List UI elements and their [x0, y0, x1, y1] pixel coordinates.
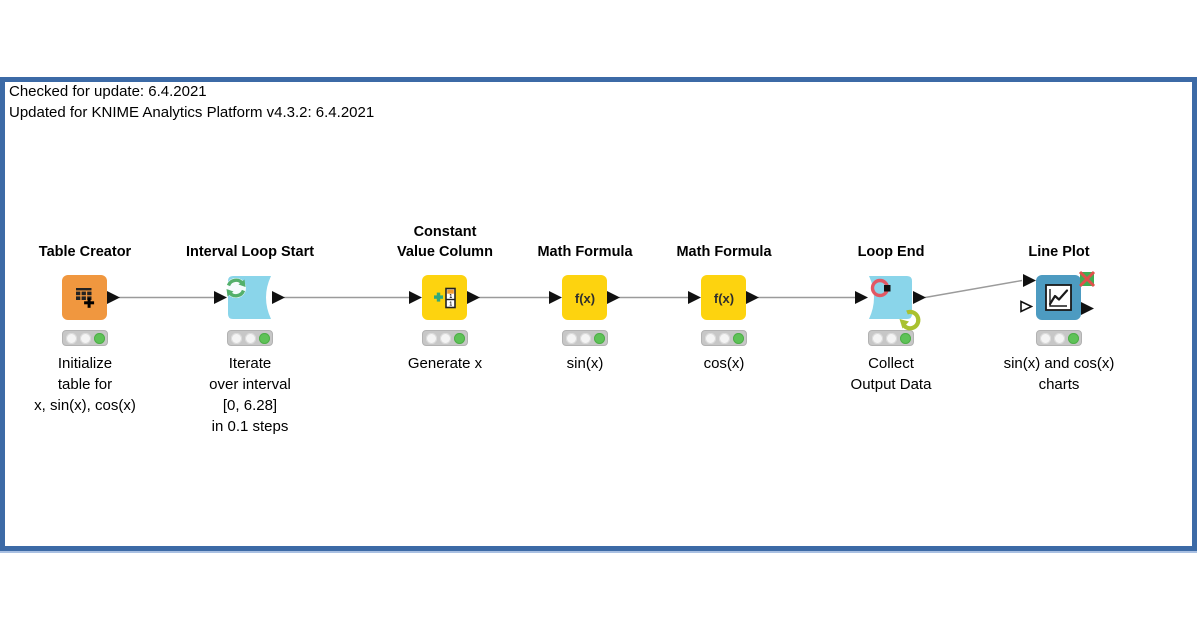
node-constant-value-column-body[interactable]: 1 1 [422, 275, 467, 320]
status-green-light [453, 332, 465, 344]
node-title: Math Formula [537, 244, 633, 260]
node-math-formula-cos: Math Formula f(x) cos(x) [644, 218, 804, 374]
node-line-plot: Line Plot sin(x) and cos(x) c [979, 218, 1139, 395]
input-port-data[interactable] [1023, 274, 1036, 287]
output-port[interactable] [107, 291, 120, 304]
node-caption: cos(x) [703, 355, 745, 372]
output-port[interactable] [1081, 302, 1094, 315]
svg-text:1: 1 [449, 301, 452, 307]
output-port[interactable] [467, 291, 480, 304]
node-line-plot-body[interactable] [1036, 275, 1081, 320]
node-math-formula-cos-body[interactable]: f(x) [701, 275, 746, 320]
svg-text:1: 1 [449, 294, 452, 300]
node-math-formula-sin-body[interactable]: f(x) [562, 275, 607, 320]
node-status-traffic-light [868, 330, 914, 346]
loop-end-icon [870, 278, 891, 298]
status-green-light [593, 332, 605, 344]
node-status-traffic-light [422, 330, 468, 346]
node-title: Constant Value Column [397, 224, 493, 260]
svg-text:f(x): f(x) [574, 291, 594, 306]
node-math-formula-sin: Math Formula f(x) sin(x) [505, 218, 665, 374]
loop-refresh-icon [899, 309, 921, 331]
node-caption: sin(x) [566, 355, 604, 372]
image-output-port[interactable] [1078, 270, 1096, 288]
node-title: Loop End [857, 244, 925, 260]
node-loop-end-body[interactable] [868, 275, 913, 320]
status-green-light [258, 332, 270, 344]
node-interval-loop-start: Interval Loop Start Iterate [170, 218, 330, 437]
svg-text:f(x): f(x) [713, 291, 733, 306]
node-caption: Collect Output Data [850, 355, 932, 393]
add-column-icon: 1 1 [433, 287, 456, 308]
output-port[interactable] [607, 291, 620, 304]
node-interval-loop-start-body[interactable] [226, 275, 272, 320]
fx-icon: f(x) [574, 291, 594, 306]
node-title: Table Creator [38, 244, 132, 260]
input-port[interactable] [409, 291, 422, 304]
input-port-optional[interactable] [1020, 300, 1033, 313]
node-caption: Iterate over interval [0, 6.28] in 0.1 s… [209, 355, 291, 435]
node-status-traffic-light [562, 330, 608, 346]
output-port[interactable] [746, 291, 759, 304]
node-caption: Initialize table for x, sin(x), cos(x) [34, 355, 136, 414]
input-port[interactable] [549, 291, 562, 304]
node-caption: Generate x [407, 355, 483, 372]
status-green-light [93, 332, 105, 344]
input-port[interactable] [855, 291, 868, 304]
node-status-traffic-light [62, 330, 108, 346]
input-port[interactable] [214, 291, 227, 304]
node-table-creator-body[interactable] [62, 275, 107, 320]
loop-arrows-icon [226, 278, 246, 298]
output-port[interactable] [913, 291, 926, 304]
status-green-light [732, 332, 744, 344]
update-note: Checked for update: 6.4.2021 Updated for… [9, 83, 375, 121]
node-loop-end: Loop End Collect Output Data [811, 218, 971, 395]
status-green-light [899, 332, 911, 344]
node-constant-value-column: Constant Value Column 1 1 Generate x [365, 218, 525, 374]
table-plus-icon [75, 287, 94, 308]
node-status-traffic-light [701, 330, 747, 346]
red-x-icon [1078, 270, 1096, 288]
node-title: Interval Loop Start [185, 244, 315, 260]
node-title: Math Formula [676, 244, 772, 260]
node-caption: sin(x) and cos(x) charts [1003, 355, 1115, 393]
output-port[interactable] [272, 291, 285, 304]
status-green-light [1067, 332, 1079, 344]
node-status-traffic-light [227, 330, 273, 346]
annotation-frame [0, 77, 1197, 551]
node-title: Line Plot [1028, 244, 1090, 260]
fx-icon: f(x) [713, 291, 733, 306]
node-status-traffic-light [1036, 330, 1082, 346]
line-chart-icon [1045, 284, 1072, 311]
input-port[interactable] [688, 291, 701, 304]
node-table-creator: Table Creator [5, 218, 165, 416]
